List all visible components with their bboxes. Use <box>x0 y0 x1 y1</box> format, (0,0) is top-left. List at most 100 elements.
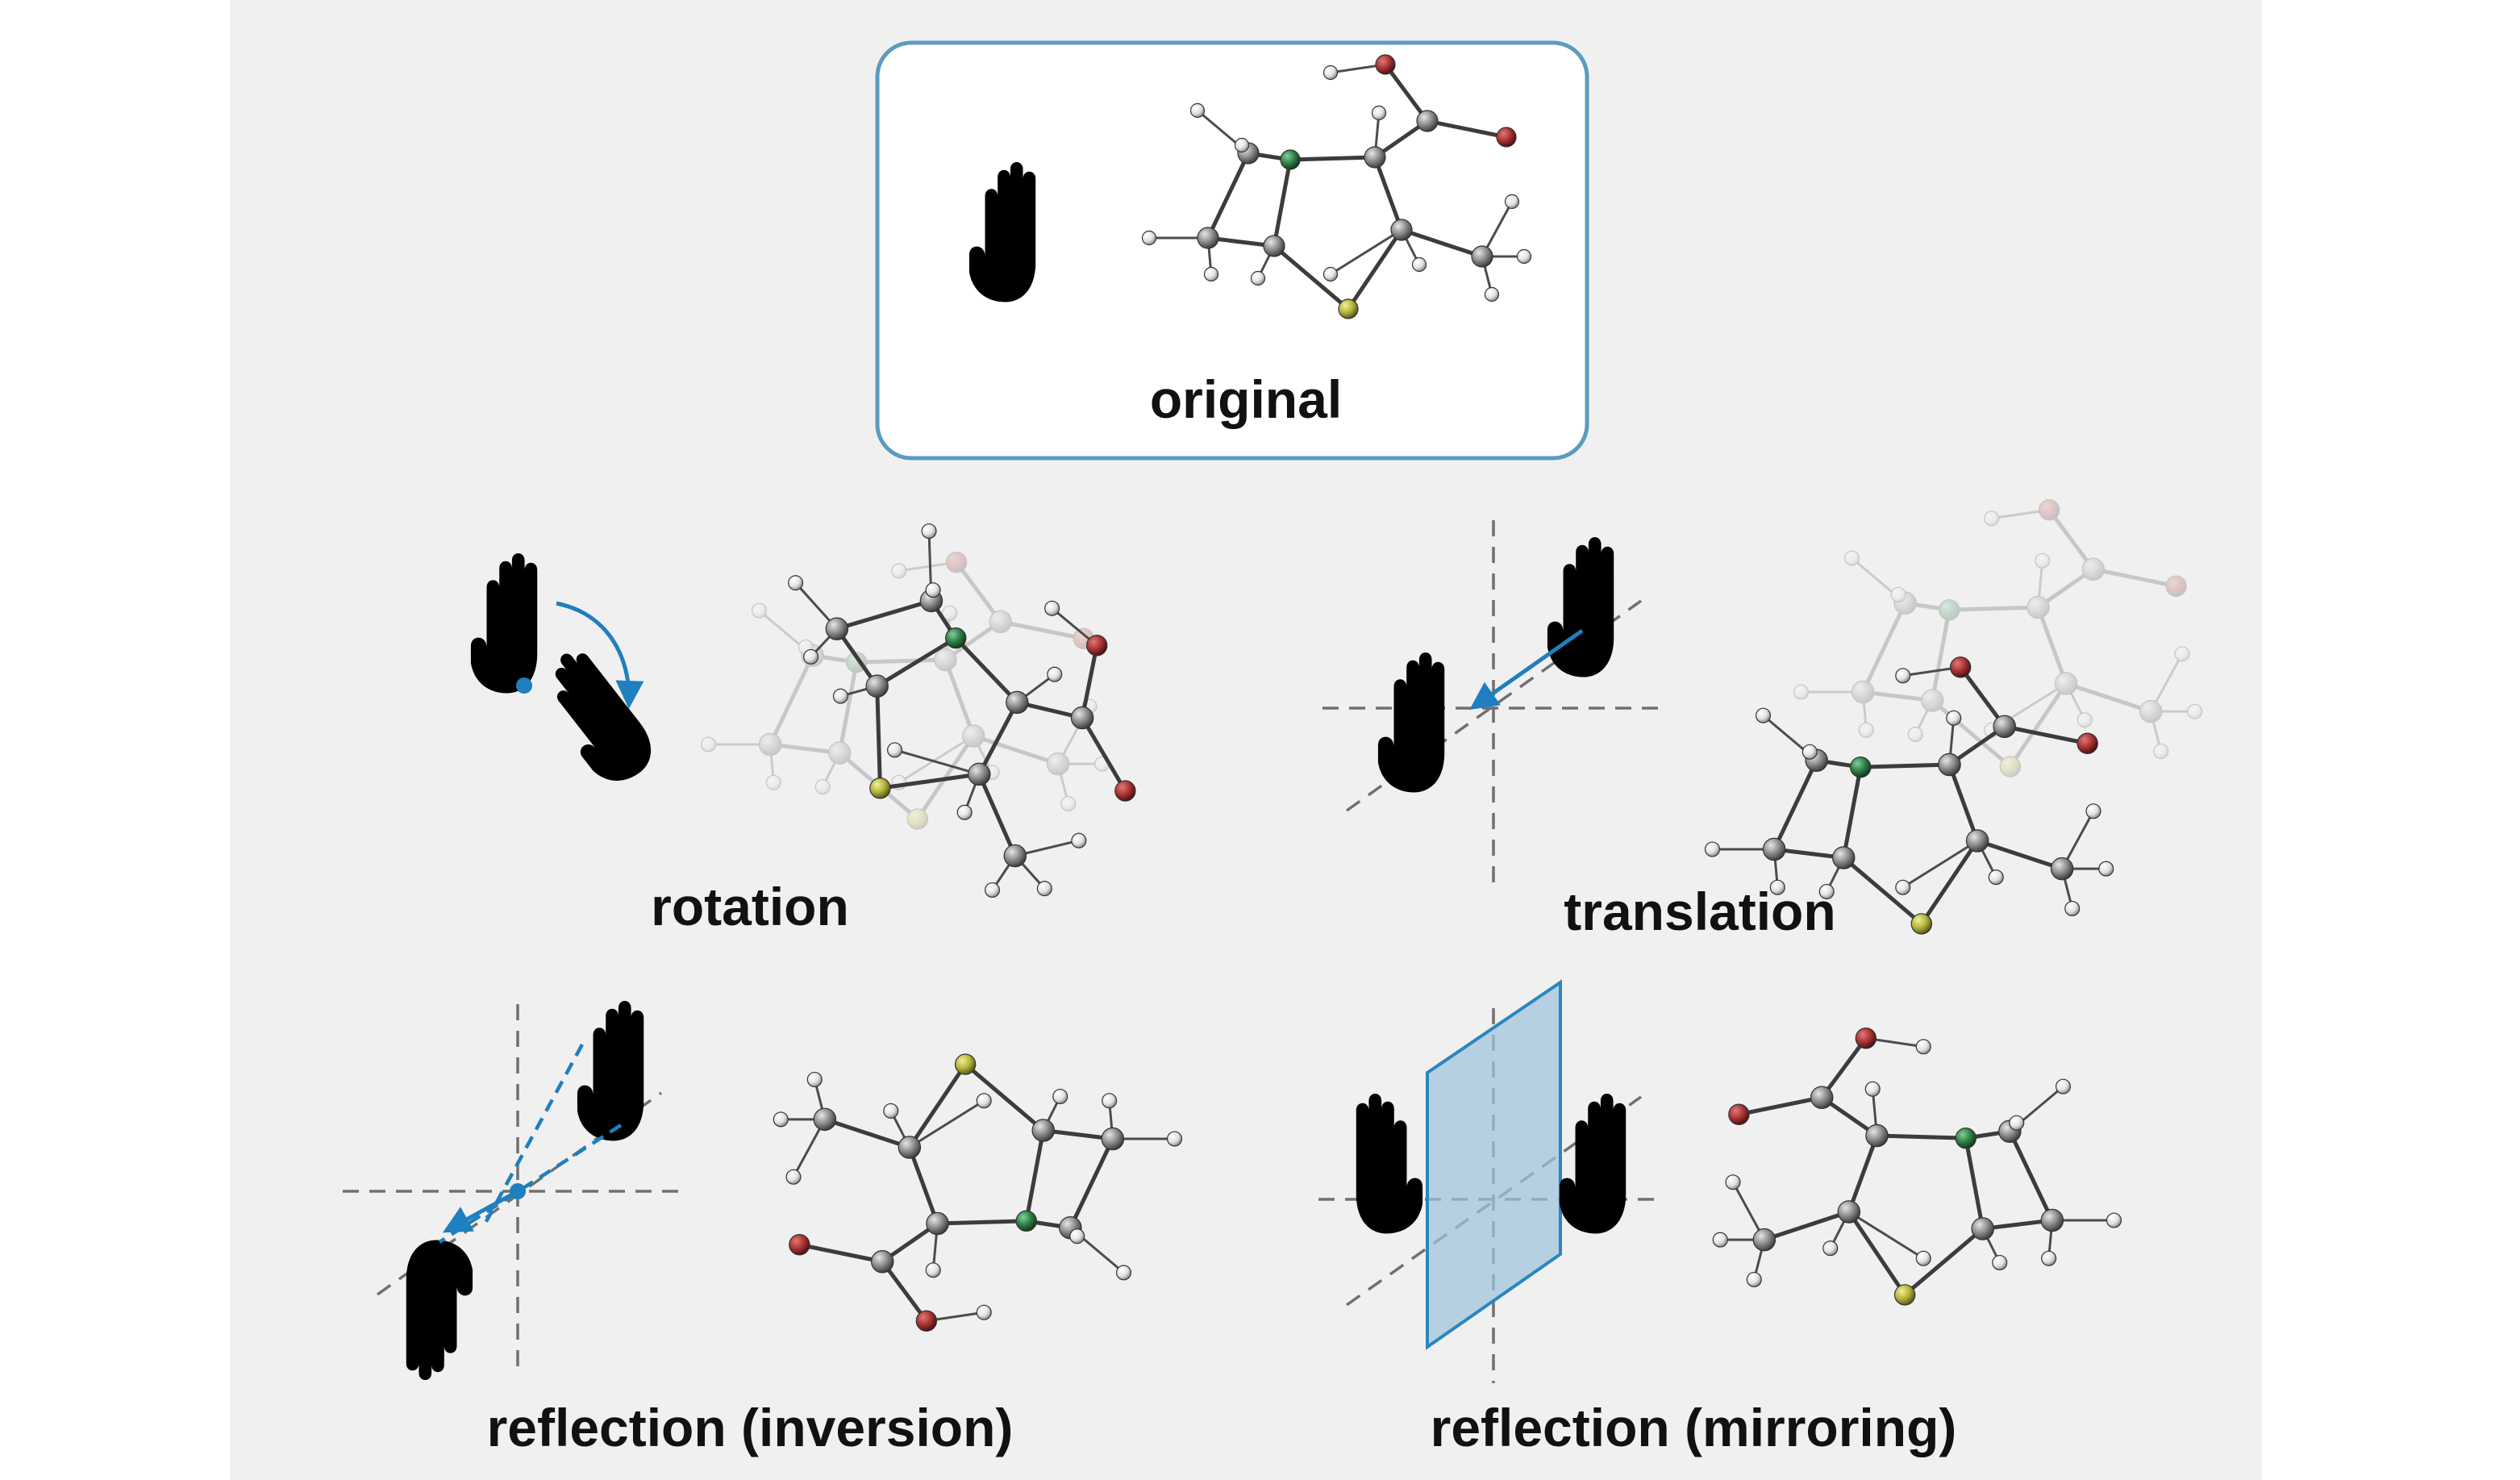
atom-h <box>2009 1115 2025 1131</box>
bond <box>1964 1136 1985 1231</box>
atom-c <box>1993 715 2017 738</box>
atom-h <box>2153 743 2169 760</box>
atom-h <box>785 1169 802 1185</box>
atom-o <box>1855 1028 1877 1049</box>
bond <box>907 1062 968 1149</box>
bond <box>2002 724 2090 746</box>
atom-c <box>1938 753 1961 777</box>
atom-c <box>1031 1119 1055 1142</box>
atom-c <box>827 741 852 765</box>
atom-c <box>1390 219 1413 241</box>
atom-h <box>1189 102 1206 119</box>
bond <box>1841 765 1863 860</box>
bond <box>977 772 1018 858</box>
atom-s <box>1999 756 2022 778</box>
bond <box>1841 856 1924 926</box>
bond <box>875 684 882 790</box>
atom-h <box>2055 1078 2072 1094</box>
bond <box>1346 227 1404 311</box>
bond <box>1847 1133 1879 1214</box>
atom-n <box>1280 149 1301 170</box>
atom-h <box>1712 1232 1728 1248</box>
atom-h <box>1915 1250 1931 1266</box>
atom-h <box>1915 1039 1931 1055</box>
atom-h <box>1322 65 1339 81</box>
atom-h <box>1166 1131 1183 1147</box>
bond <box>2007 1129 2055 1223</box>
atom-c <box>825 617 849 640</box>
atom-n <box>945 627 967 649</box>
atom-h <box>2106 1212 2122 1228</box>
atom-h <box>1069 1228 1085 1244</box>
bond <box>1383 62 1430 123</box>
atom-h <box>985 882 1001 898</box>
atom-h <box>1411 256 1427 273</box>
atom-n <box>1939 598 1960 621</box>
atom-s <box>869 778 891 799</box>
atom-h <box>925 1262 941 1278</box>
atom-h <box>2098 861 2114 877</box>
atom-h <box>2076 712 2093 728</box>
straight-arrow-icon <box>1469 628 1584 711</box>
atom-h <box>806 1071 823 1088</box>
atom-h <box>1052 1088 1068 1105</box>
curved-arrow-icon <box>556 601 644 709</box>
atom-c <box>1752 1228 1776 1252</box>
atom-c <box>2139 699 2163 723</box>
atom-o <box>2076 732 2098 754</box>
atom-o <box>1375 54 1396 75</box>
bond <box>1372 155 1404 232</box>
atom-c <box>968 762 991 786</box>
atom-h <box>773 1111 789 1128</box>
bond <box>943 619 1003 662</box>
bond <box>768 742 842 755</box>
atom-h <box>1984 511 2000 527</box>
bond <box>1860 690 1935 702</box>
atom-h <box>891 563 907 579</box>
bond <box>1206 151 1251 240</box>
bond <box>2036 605 2068 686</box>
atom-h <box>765 774 781 790</box>
atom-h <box>1746 1271 1762 1288</box>
bond <box>1947 605 2040 612</box>
atom-h <box>887 742 903 758</box>
atom-h <box>1036 881 1052 897</box>
atom-h <box>942 605 958 621</box>
atom-o <box>2165 575 2187 597</box>
bond <box>1919 839 1980 926</box>
bond <box>1080 643 1099 720</box>
bond <box>1958 665 2007 729</box>
atom-c <box>1364 146 1386 169</box>
bond <box>1930 607 1951 702</box>
atom-c <box>1837 1200 1861 1224</box>
atom-h <box>1769 879 1785 895</box>
original-molecule <box>1141 54 1532 319</box>
atom-c <box>1197 227 1219 249</box>
atom-c <box>2054 672 2078 695</box>
atom-h <box>1704 841 1721 857</box>
bond <box>1947 762 1980 843</box>
bond <box>1930 698 2013 769</box>
atom-s <box>1338 298 1359 319</box>
bond <box>1772 847 1846 860</box>
atom-c <box>1006 690 1029 715</box>
atom-c <box>1416 110 1439 132</box>
bond <box>2091 567 2179 589</box>
bond <box>1981 1218 2055 1231</box>
mirroring-molecule <box>1712 1028 2122 1306</box>
bond <box>907 1145 939 1226</box>
atom-c <box>1471 245 1493 268</box>
atom-c <box>1810 1086 1834 1109</box>
atom-h <box>1516 248 1532 265</box>
bond <box>1206 236 1277 248</box>
atom-s <box>1893 1284 1916 1306</box>
atom-c <box>1832 846 1856 869</box>
atom-o <box>945 552 968 573</box>
bond <box>1068 1136 1115 1230</box>
atom-c <box>758 732 782 757</box>
atom-h <box>1102 1093 1118 1109</box>
atom-c <box>1971 1217 1995 1240</box>
bond <box>854 657 948 665</box>
atom-c <box>1046 752 1070 776</box>
